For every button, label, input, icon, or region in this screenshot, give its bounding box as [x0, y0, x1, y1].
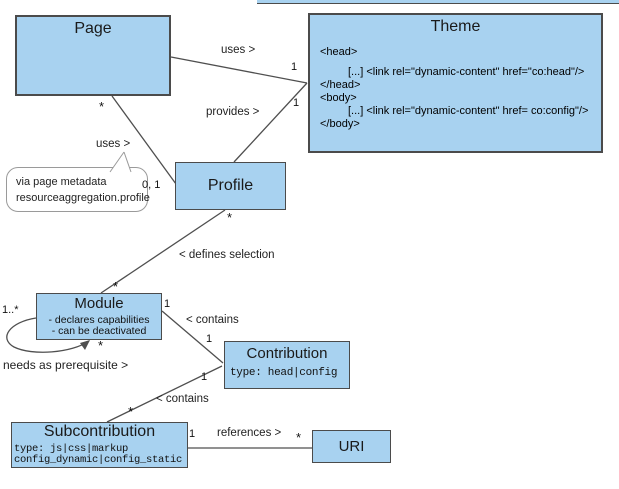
note-bubble: via page metadata resourceaggregation.pr…	[6, 167, 150, 212]
node-module: Module - declares capabilities - can be …	[36, 293, 162, 340]
label-provides: provides >	[206, 106, 260, 118]
label-contains-subcontribution: < contains	[156, 393, 209, 405]
node-page-title: Page	[74, 20, 112, 37]
node-uri-title: URI	[338, 438, 365, 455]
label-uses-theme: uses >	[221, 44, 256, 56]
node-profile: Profile	[175, 162, 286, 210]
node-uri: URI	[312, 430, 391, 463]
node-theme-title: Theme	[430, 18, 481, 35]
multiplicity-references-uri-end: *	[296, 430, 302, 445]
node-theme: Theme <head> [...] <link rel="dynamic-co…	[308, 13, 603, 153]
contribution-type-line: type: head|config	[230, 367, 338, 379]
node-profile-title: Profile	[207, 177, 254, 194]
edge-profile-provides-theme	[233, 82, 308, 163]
multiplicity-defines-profile-end: *	[227, 210, 233, 225]
note-line: via page metadata	[16, 175, 107, 188]
node-module-title: Module	[74, 295, 124, 312]
theme-code-line: </head>	[320, 79, 361, 91]
node-contribution: Contribution type: head|config	[224, 341, 350, 389]
multiplicity-contains-contribution-end: 1	[206, 333, 213, 345]
theme-code-line: </body>	[320, 118, 360, 130]
multiplicity-provides-theme-end: 1	[293, 97, 300, 109]
node-subcontribution-title: Subcontribution	[43, 423, 156, 440]
subcontribution-type-line: config_dynamic|config_static	[14, 454, 183, 466]
module-attribute: - can be deactivated	[51, 325, 147, 337]
multiplicity-uses-theme-end: 1	[291, 61, 298, 73]
theme-code-line: [...] <link rel="dynamic-content" href= …	[348, 105, 589, 117]
multiplicity-contains2-contribution-end: 1	[201, 371, 208, 383]
edge-page-uses-theme	[170, 56, 308, 84]
label-references: references >	[217, 427, 282, 439]
label-uses-profile: uses >	[96, 138, 131, 150]
multiplicity-contains2-subcontribution-end: *	[128, 404, 134, 419]
note-line: resourceaggregation.profile	[16, 191, 150, 204]
node-page: Page	[15, 15, 171, 96]
multiplicity-defines-module-end: *	[113, 279, 119, 294]
cropped-box-edge	[257, 0, 619, 4]
multiplicity-uses-page-end: *	[99, 99, 105, 114]
multiplicity-loop-source: 1..*	[2, 304, 19, 316]
theme-code-line: <head>	[320, 46, 358, 58]
label-needs-prerequisite: needs as prerequisite >	[3, 358, 129, 372]
node-contribution-title: Contribution	[246, 345, 328, 362]
self-loop-arrowhead	[80, 340, 90, 350]
theme-code-line: [...] <link rel="dynamic-content" href="…	[348, 66, 585, 78]
multiplicity-loop-target: *	[98, 338, 104, 353]
multiplicity-references-subcontribution-end: 1	[189, 428, 196, 440]
multiplicity-contains-module-end: 1	[164, 298, 171, 310]
multiplicity-uses-profile-end: 0, 1	[142, 179, 161, 191]
theme-code-line: <body>	[320, 92, 357, 104]
subcontribution-type-line: type: js|css|markup	[14, 443, 129, 455]
node-subcontribution: Subcontribution type: js|css|markup conf…	[11, 422, 188, 468]
label-contains-contribution: < contains	[186, 314, 239, 326]
label-defines-selection: < defines selection	[179, 249, 275, 261]
